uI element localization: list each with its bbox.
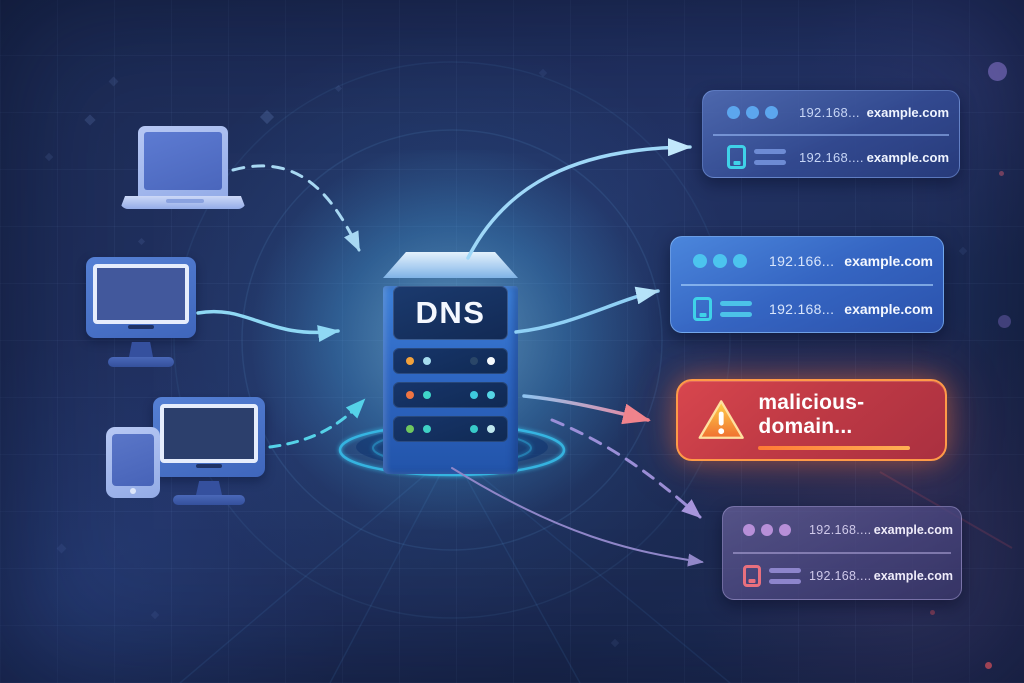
resolution-card-bottom: 192.168.... example.com 192.168.... exam… xyxy=(722,506,962,600)
domain-name: example.com xyxy=(866,149,949,165)
server-rack-unit xyxy=(393,348,508,374)
smartphone-icon xyxy=(106,427,160,498)
domain-name: example.com xyxy=(866,105,949,120)
resolution-row: 192.168.... example.com xyxy=(723,507,961,552)
resolution-card-top: 192.168... example.com 192.168.... examp… xyxy=(702,90,960,178)
dot-decoration xyxy=(930,610,935,615)
resolution-row: 192.166... example.com xyxy=(671,237,943,284)
monitor-icon xyxy=(153,397,265,505)
malicious-domain-card: malicious-domain... xyxy=(676,379,947,461)
resolution-row: 192.168.... example.com xyxy=(723,554,961,599)
speck-decoration xyxy=(44,152,54,162)
malicious-domain-label: malicious-domain... xyxy=(758,390,865,438)
card-divider xyxy=(733,552,951,554)
domain-name: example.com xyxy=(844,252,933,269)
text-lines-icon xyxy=(720,301,752,317)
server-label: DNS xyxy=(415,295,486,330)
tablet-icon xyxy=(743,565,761,587)
browser-dots-icon xyxy=(727,106,778,119)
warning-icon xyxy=(698,400,744,439)
ip-address: 192.168... xyxy=(799,105,860,120)
speck-decoration xyxy=(56,543,67,554)
text-lines-icon xyxy=(754,149,786,165)
warning-text-block: malicious-domain... xyxy=(758,391,945,450)
text-lines-icon xyxy=(769,568,801,584)
speck-decoration xyxy=(108,76,119,87)
ip-address: 192.168.... xyxy=(799,149,864,165)
dot-decoration xyxy=(999,171,1004,176)
ip-address: 192.168.... xyxy=(809,569,872,583)
speck-decoration xyxy=(610,638,620,648)
ip-address: 192.168... xyxy=(769,301,835,317)
speck-decoration xyxy=(334,84,343,93)
tablet-icon xyxy=(693,297,712,321)
desktop-monitor-icon xyxy=(86,257,196,367)
speck-decoration xyxy=(958,246,968,256)
card-divider xyxy=(713,134,949,136)
server-rack-unit xyxy=(393,416,508,442)
browser-dots-icon xyxy=(743,523,791,536)
domain-name: example.com xyxy=(873,522,953,537)
browser-dots-icon xyxy=(693,253,747,268)
server-body: DNS xyxy=(383,286,518,474)
resolution-row: 192.168... example.com xyxy=(703,91,959,134)
domain-name: example.com xyxy=(873,569,953,583)
speck-decoration xyxy=(84,114,96,126)
resolution-card-middle: 192.166... example.com 192.168... exampl… xyxy=(670,236,944,333)
dot-decoration xyxy=(998,315,1011,328)
ip-address: 192.166... xyxy=(769,252,835,269)
warning-underline xyxy=(758,445,911,450)
server-top-bevel xyxy=(383,252,518,278)
speck-decoration xyxy=(538,68,548,78)
speck-decoration xyxy=(150,610,160,620)
dns-server: DNS xyxy=(383,252,518,474)
speck-decoration xyxy=(259,109,275,125)
domain-name: example.com xyxy=(844,301,933,317)
laptop-icon xyxy=(120,126,250,209)
ip-address: 192.168.... xyxy=(809,522,872,537)
card-divider xyxy=(681,284,933,286)
resolution-row: 192.168.... example.com xyxy=(703,136,959,179)
tablet-icon xyxy=(727,145,746,169)
server-name-plate: DNS xyxy=(393,286,508,340)
server-rack-unit xyxy=(393,382,508,408)
resolution-row: 192.168... example.com xyxy=(671,286,943,333)
dot-decoration xyxy=(988,62,1007,81)
speck-decoration xyxy=(137,237,146,246)
dot-decoration xyxy=(985,662,992,669)
